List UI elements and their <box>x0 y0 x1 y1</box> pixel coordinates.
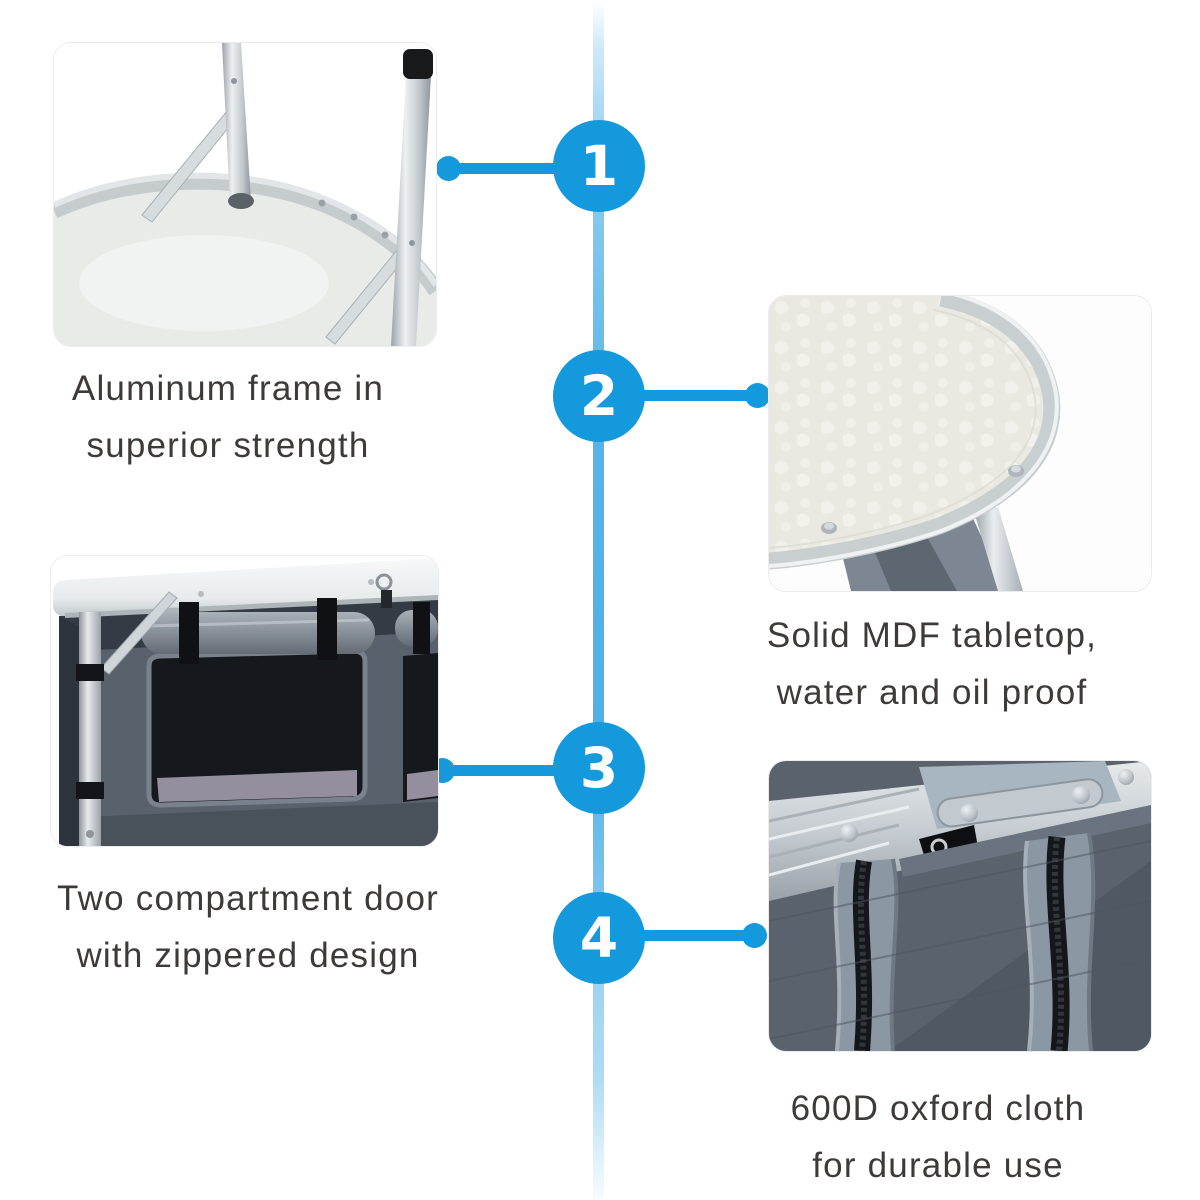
connector-line-4 <box>599 930 757 941</box>
caption-line: Solid MDF tabletop, <box>766 616 1098 655</box>
connector-line-3 <box>442 765 602 776</box>
caption-mdf-tabletop: Solid MDF tabletop, water and oil proof <box>732 607 1132 721</box>
caption-line: for durable use <box>812 1146 1064 1185</box>
photo-compartment-cabinet <box>50 555 439 847</box>
connector-line-1 <box>448 163 604 174</box>
caption-line: superior strength <box>86 426 370 465</box>
compartment-cabinet-illustration <box>51 556 438 846</box>
caption-line: with zippered design <box>76 936 420 975</box>
step-badge-1: 1 <box>553 120 645 212</box>
step-number-4: 4 <box>579 906 619 970</box>
oxford-cloth-illustration <box>769 761 1151 1051</box>
connector-dot-4 <box>742 923 767 948</box>
caption-compartment-door: Two compartment door with zippered desig… <box>48 870 448 984</box>
step-number-3: 3 <box>579 736 619 800</box>
caption-line: water and oil proof <box>776 673 1088 712</box>
step-badge-3: 3 <box>553 722 645 814</box>
caption-line: Two compartment door <box>57 879 439 918</box>
step-badge-4: 4 <box>553 892 645 984</box>
caption-line: 600D oxford cloth <box>790 1089 1086 1128</box>
photo-mdf-tabletop <box>768 295 1152 592</box>
connector-dot-2 <box>745 383 770 408</box>
mdf-tabletop-illustration <box>769 296 1151 591</box>
photo-aluminum-frame <box>53 42 437 347</box>
caption-oxford-cloth: 600D oxford cloth for durable use <box>738 1080 1138 1194</box>
timeline-line <box>593 0 604 1200</box>
step-number-2: 2 <box>579 364 619 428</box>
connector-dot-1 <box>436 156 461 181</box>
step-badge-2: 2 <box>553 350 645 442</box>
aluminum-frame-illustration <box>54 43 436 346</box>
caption-aluminum-frame: Aluminum frame in superior strength <box>28 360 428 474</box>
photo-oxford-cloth <box>768 760 1152 1052</box>
caption-line: Aluminum frame in <box>71 369 385 408</box>
connector-line-2 <box>599 390 757 401</box>
step-number-1: 1 <box>579 134 619 198</box>
